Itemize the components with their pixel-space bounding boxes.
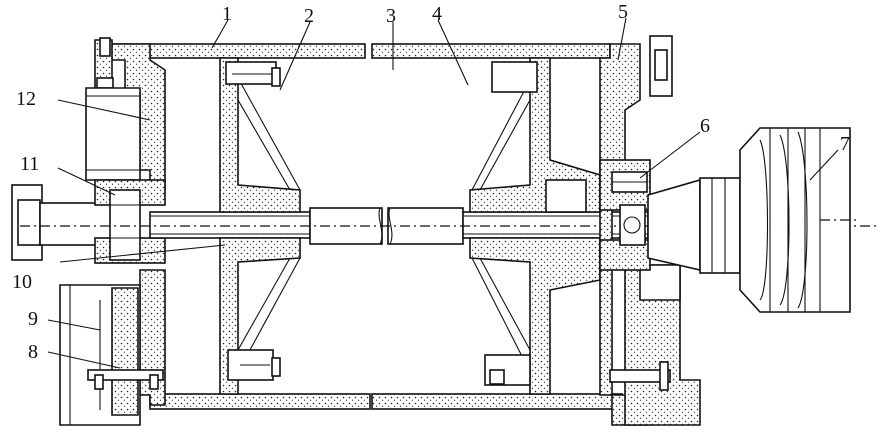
callout-9: 9	[28, 308, 38, 330]
callout-2: 2	[304, 5, 314, 27]
callout-5: 5	[618, 1, 628, 23]
callout-4: 4	[432, 3, 442, 25]
callout-10: 10	[12, 271, 32, 293]
callout-8: 8	[28, 341, 38, 363]
callout-7: 7	[840, 133, 850, 155]
left-shaft-end	[12, 180, 165, 263]
callout-11: 11	[20, 153, 39, 175]
callout-1: 1	[222, 3, 232, 25]
callout-3: 3	[386, 5, 396, 27]
callout-12: 12	[16, 88, 36, 110]
callout-6: 6	[700, 115, 710, 137]
